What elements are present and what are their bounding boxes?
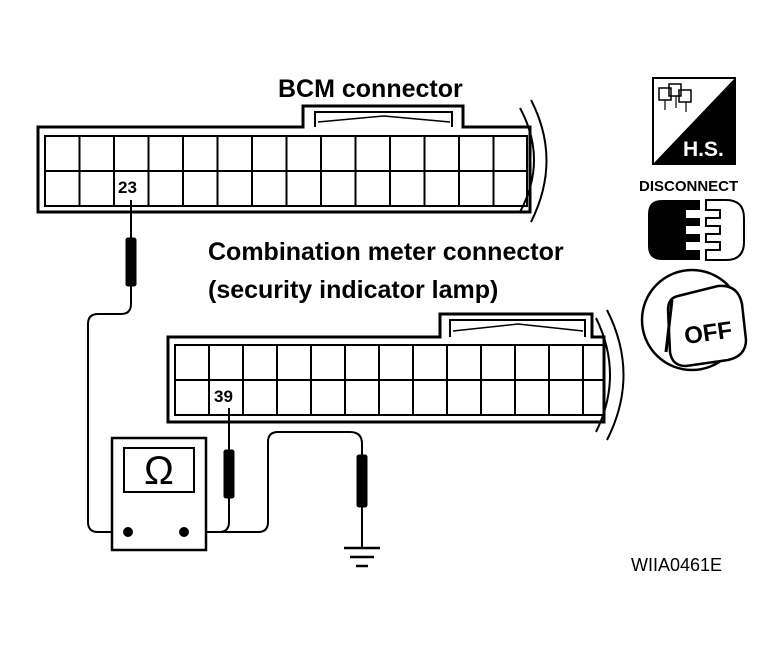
- meter-terminal-negative: [123, 527, 133, 537]
- harness-side-icon: [652, 77, 736, 165]
- combo-connector-label-line2: (security indicator lamp): [208, 276, 498, 304]
- disconnect-connector-icon: [648, 199, 745, 261]
- combo-connector-label-line1: Combination meter connector: [208, 238, 564, 266]
- disconnect-label: DISCONNECT: [639, 178, 738, 195]
- ignition-off-label: OFF: [683, 317, 734, 350]
- bcm-connector: [36, 99, 548, 223]
- ground-icon: [344, 546, 380, 568]
- harness-side-label: H.S.: [683, 138, 724, 161]
- probe-ground: [356, 454, 368, 548]
- ohmmeter: [110, 436, 208, 552]
- test-leads: [87, 286, 363, 533]
- ohm-symbol: Ω: [144, 449, 174, 493]
- ignition-off-icon: [640, 268, 748, 372]
- bcm-pin-number: 23: [118, 178, 137, 197]
- meter-terminal-positive: [179, 527, 189, 537]
- figure-code: WIIA0461E: [631, 555, 722, 575]
- combination-meter-connector: [166, 309, 625, 441]
- combo-pin-number: 39: [214, 387, 233, 406]
- bcm-connector-label: BCM connector: [278, 75, 463, 103]
